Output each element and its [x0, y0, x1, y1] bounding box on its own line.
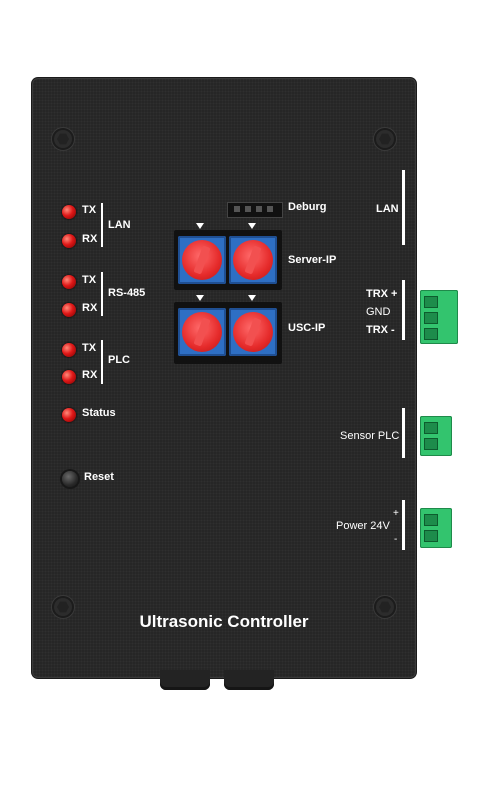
power-port-bar	[402, 500, 405, 550]
rotary-dial	[182, 312, 222, 352]
header-pin	[245, 206, 251, 212]
device-title: Ultrasonic Controller	[139, 612, 309, 631]
usc-ip-rotary-switch-1[interactable]	[178, 308, 226, 356]
terminal-slot	[424, 312, 438, 324]
lan-tx-label: TX	[82, 204, 97, 216]
header-pin	[267, 206, 273, 212]
screw-top-right	[374, 128, 396, 150]
controller-enclosure	[32, 78, 416, 678]
mount-foot-left	[160, 670, 210, 690]
deburg-label: Deburg	[288, 201, 327, 213]
server-ip-arrow-right	[248, 223, 256, 229]
rotary-dial	[233, 240, 273, 280]
header-pin	[256, 206, 262, 212]
trx-minus-label: TRX -	[366, 324, 395, 336]
plc-group-label: PLC	[108, 354, 130, 366]
rs485-tx-label: TX	[82, 274, 97, 286]
rotary-dial	[233, 312, 273, 352]
reset-label: Reset	[84, 471, 114, 483]
debug-header-connector	[227, 202, 283, 218]
plc-rx-label: RX	[82, 369, 98, 381]
rs485-tx-led	[62, 275, 76, 289]
terminal-slot	[424, 530, 438, 542]
terminal-slot	[424, 328, 438, 340]
sensor-plc-port-bar	[402, 408, 405, 458]
power-24v-label: Power 24V	[336, 520, 390, 532]
plc-tx-led	[62, 343, 76, 357]
reset-button[interactable]	[62, 471, 78, 487]
lan-rx-led	[62, 234, 76, 248]
gnd-label: GND	[366, 306, 391, 318]
rs485-bracket	[101, 272, 103, 316]
server-ip-arrow-left	[196, 223, 204, 229]
rs485-terminal-block	[420, 290, 458, 344]
power-terminal-block	[420, 508, 452, 548]
sensor-plc-label: Sensor PLC	[340, 430, 400, 442]
lan-group-label: LAN	[108, 219, 131, 231]
usc-ip-arrow-right	[248, 295, 256, 301]
trx-plus-label: TRX +	[366, 288, 398, 300]
rs485-rx-led	[62, 303, 76, 317]
rs485-rx-label: RX	[82, 302, 98, 314]
usc-ip-rotary-switch-2[interactable]	[229, 308, 277, 356]
lan-bracket	[101, 203, 103, 247]
plc-tx-label: TX	[82, 342, 97, 354]
power-plus-label: +	[393, 508, 399, 519]
terminal-slot	[424, 438, 438, 450]
server-ip-rotary-switch-1[interactable]	[178, 236, 226, 284]
rs485-port-bar	[402, 280, 405, 340]
server-ip-label: Server-IP	[288, 254, 337, 266]
usc-ip-label: USC-IP	[288, 322, 326, 334]
terminal-slot	[424, 296, 438, 308]
mount-foot-right	[224, 670, 274, 690]
lan-tx-led	[62, 205, 76, 219]
plc-bracket	[101, 340, 103, 384]
plc-rx-led	[62, 370, 76, 384]
server-ip-rotary-switch-2[interactable]	[229, 236, 277, 284]
sensor-plc-terminal-block	[420, 416, 452, 456]
terminal-slot	[424, 422, 438, 434]
status-led	[62, 408, 76, 422]
lan-port-bar	[402, 170, 405, 245]
rotary-dial	[182, 240, 222, 280]
rs485-group-label: RS-485	[108, 287, 146, 299]
right-lan-label: LAN	[376, 203, 399, 215]
status-label: Status	[82, 407, 116, 419]
power-minus-label: -	[394, 534, 398, 545]
usc-ip-arrow-left	[196, 295, 204, 301]
terminal-slot	[424, 514, 438, 526]
screw-bottom-left	[52, 596, 74, 618]
header-pin	[234, 206, 240, 212]
screw-top-left	[52, 128, 74, 150]
lan-rx-label: RX	[82, 233, 98, 245]
screw-bottom-right	[374, 596, 396, 618]
